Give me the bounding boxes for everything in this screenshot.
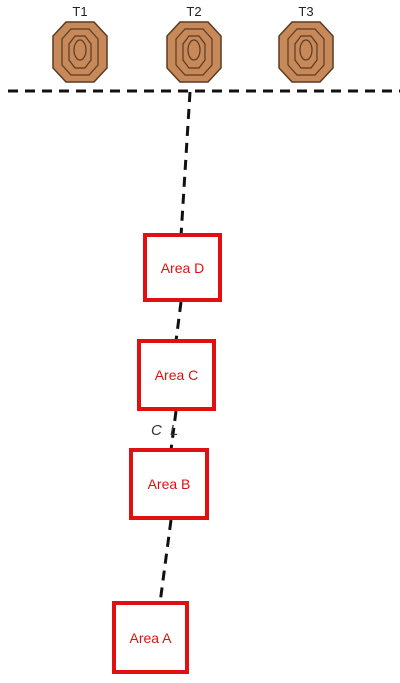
target-label-t3: T3 — [298, 4, 314, 19]
target-t3 — [278, 21, 334, 83]
target-t3-icon — [278, 21, 334, 83]
centerline-label: C L — [151, 422, 181, 439]
target-t1-icon — [52, 21, 108, 83]
centerline — [158, 91, 192, 604]
target-t2 — [166, 21, 222, 83]
area-c-box: Area C — [137, 339, 216, 411]
target-label-t2: T2 — [186, 4, 202, 19]
area-d-box: Area D — [143, 233, 222, 302]
target-t1 — [52, 21, 108, 83]
target-label-t1: T1 — [72, 4, 88, 19]
area-d-label: Area D — [160, 259, 205, 276]
area-b-box: Area B — [129, 448, 209, 520]
area-a-label: Area A — [129, 629, 172, 646]
area-c-label: Area C — [154, 367, 199, 383]
area-b-label: Area B — [147, 476, 191, 492]
target-t2-icon — [166, 21, 222, 83]
area-a-box: Area A — [112, 601, 189, 674]
